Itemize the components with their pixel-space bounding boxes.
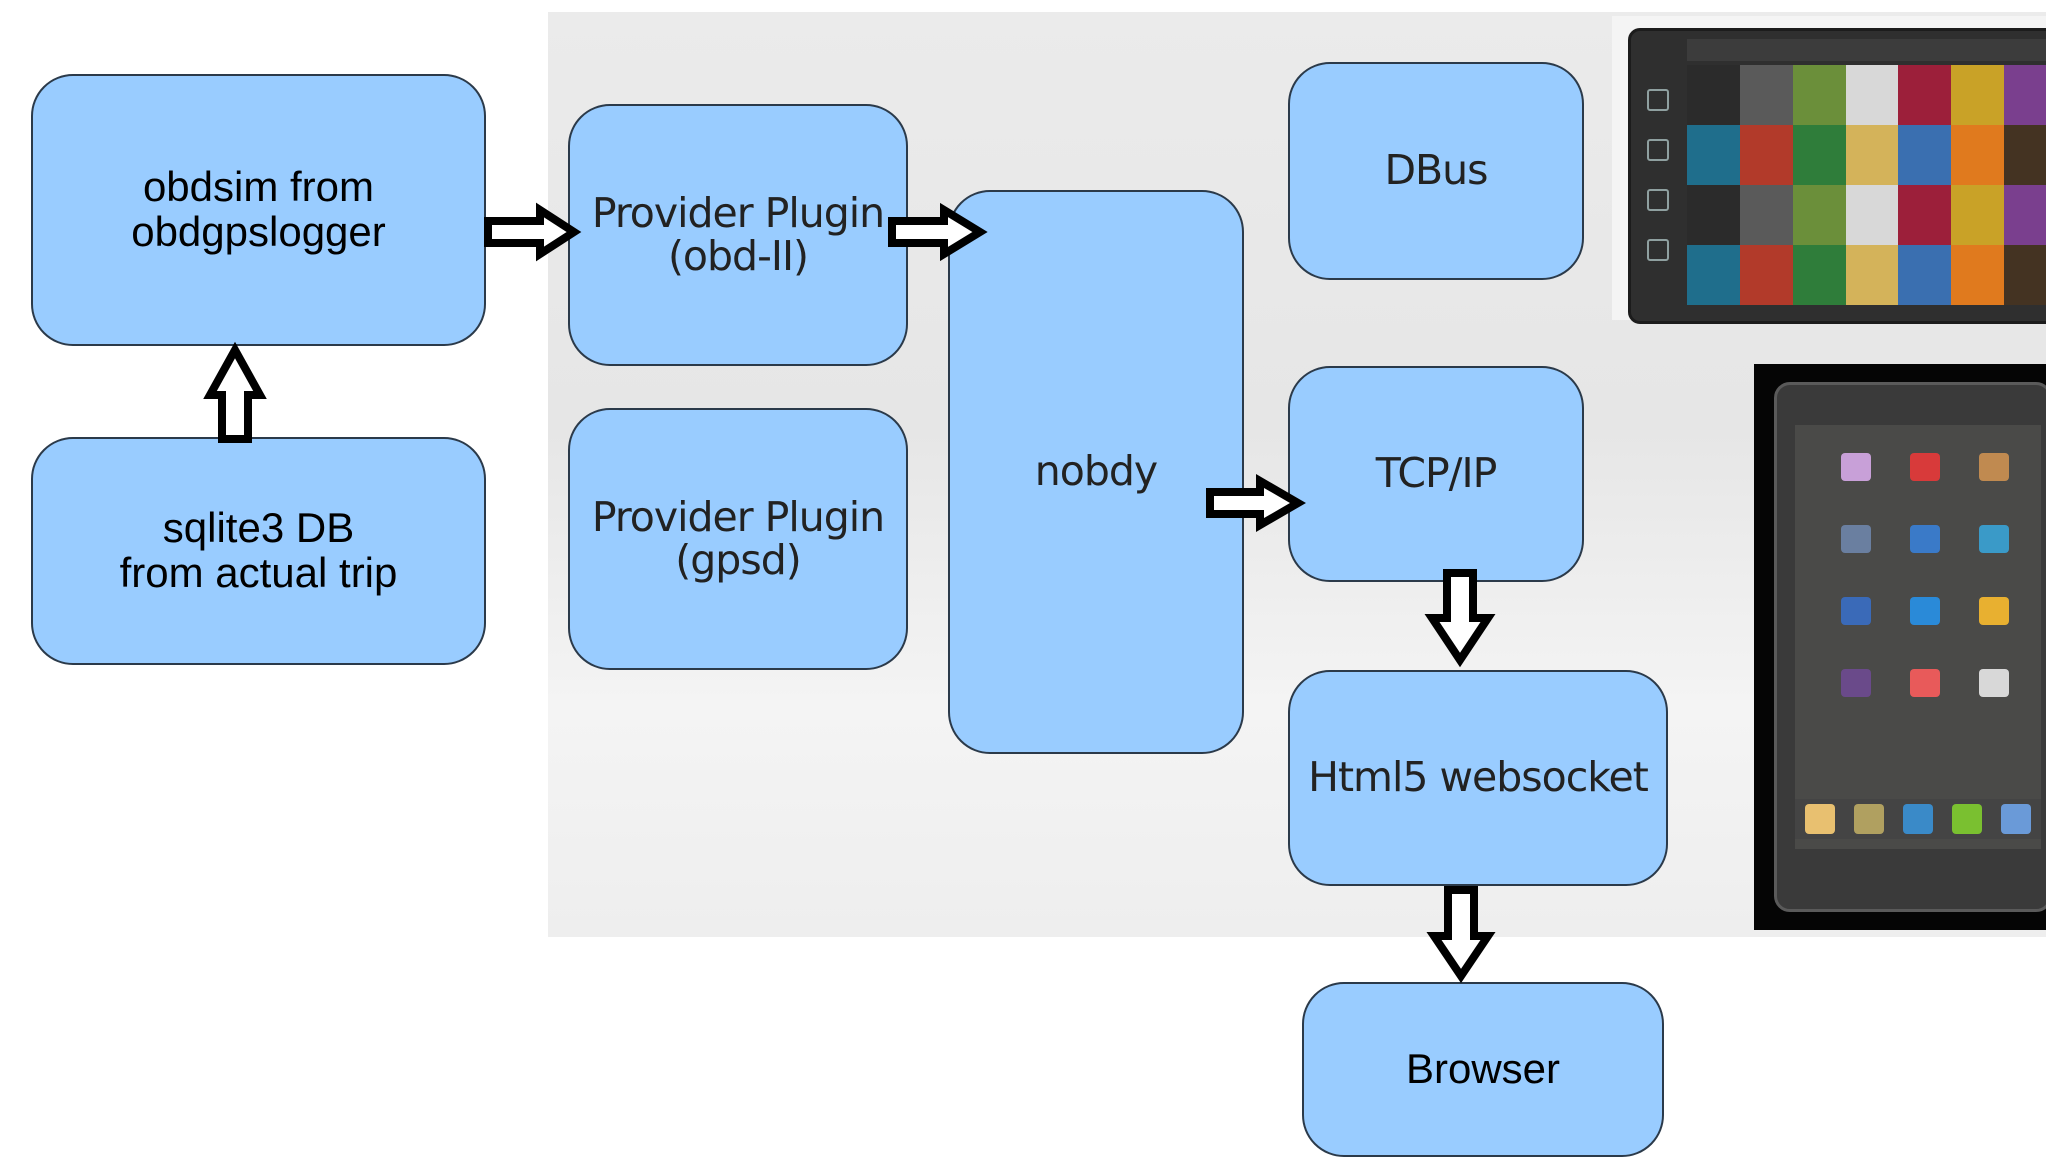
photo-thumbnail xyxy=(1845,125,1899,185)
photo-thumbnail xyxy=(1792,185,1846,245)
tablet-title-bar xyxy=(1687,39,2046,61)
dock-icon xyxy=(2001,804,2032,834)
apps-icon xyxy=(1647,139,1669,161)
app-icon xyxy=(1909,597,1940,625)
node-dbus-label: DBus xyxy=(1384,146,1488,195)
search-icon xyxy=(1647,189,1669,211)
node-nobdy: nobdy xyxy=(948,190,1244,754)
photo-thumbnail xyxy=(1792,65,1846,125)
app-icon xyxy=(1979,597,2010,625)
photo-thumbnail xyxy=(2004,125,2046,185)
phone-dock xyxy=(1795,799,2041,839)
photo-thumbnail xyxy=(1739,185,1793,245)
node-provider-gpsd: Provider Plugin (gpsd) xyxy=(568,408,908,670)
dock-icon xyxy=(1902,804,1933,834)
arrow-provider-to-nobdy xyxy=(888,202,988,262)
node-browser: Browser xyxy=(1302,982,1664,1157)
photo-thumbnail xyxy=(1845,245,1899,305)
app-grid xyxy=(1821,453,2029,697)
app-icon xyxy=(1979,453,2010,481)
photo-thumbnail xyxy=(2004,245,2046,305)
node-nobdy-label: nobdy xyxy=(1034,447,1158,496)
app-icon xyxy=(1979,669,2010,697)
photo-thumbnail xyxy=(1951,185,2005,245)
arrow-nobdy-to-tcpip xyxy=(1206,474,1306,532)
photo-thumbnail xyxy=(1951,65,2005,125)
photo-thumbnail xyxy=(1792,125,1846,185)
phone-screen xyxy=(1795,425,2041,849)
app-icon xyxy=(1840,597,1871,625)
photo-thumbnail xyxy=(1845,65,1899,125)
node-websocket: Html5 websocket xyxy=(1288,670,1668,886)
app-icon xyxy=(1840,453,1871,481)
node-sqlite: sqlite3 DB from actual trip xyxy=(31,437,486,665)
photo-thumbnail xyxy=(1739,65,1793,125)
node-sqlite-label: sqlite3 DB from actual trip xyxy=(119,504,398,596)
arrow-tcpip-to-websocket xyxy=(1424,569,1496,668)
app-icon xyxy=(1909,525,1940,553)
node-obdsim-label: obdsim from obdgpslogger xyxy=(131,163,386,255)
photo-thumbnail xyxy=(1898,125,1952,185)
phone-frame xyxy=(1774,382,2046,912)
node-dbus: DBus xyxy=(1288,62,1584,280)
node-tcpip: TCP/IP xyxy=(1288,366,1584,582)
dock-icon xyxy=(1804,804,1835,834)
app-icon xyxy=(1979,525,2010,553)
photo-thumbnail xyxy=(1951,245,2005,305)
tablet-sidebar xyxy=(1635,61,1681,311)
photo-thumbnail xyxy=(1739,245,1793,305)
photo-thumbnail xyxy=(2004,65,2046,125)
app-icon xyxy=(1909,453,1940,481)
node-tcpip-label: TCP/IP xyxy=(1375,449,1498,498)
node-provider-obd: Provider Plugin (obd-II) xyxy=(568,104,908,366)
photo-grid xyxy=(1687,65,2046,305)
photo-thumbnail xyxy=(1739,125,1793,185)
photo-thumbnail xyxy=(1898,245,1952,305)
dock-icon xyxy=(1853,804,1884,834)
photo-thumbnail xyxy=(1845,185,1899,245)
arrow-obdsim-to-provider xyxy=(484,202,582,262)
app-icon xyxy=(1840,525,1871,553)
arrow-websocket-to-browser xyxy=(1426,886,1496,984)
app-icon xyxy=(1840,669,1871,697)
tablet-frame xyxy=(1628,28,2046,324)
photo-thumbnail xyxy=(1687,125,1740,185)
photo-thumbnail xyxy=(1687,245,1740,305)
node-browser-label: Browser xyxy=(1405,1045,1561,1093)
photo-thumbnail xyxy=(1951,125,2005,185)
app-icon xyxy=(1909,669,1940,697)
close-icon xyxy=(1647,239,1669,261)
photo-thumbnail xyxy=(2004,185,2046,245)
node-websocket-label: Html5 websocket xyxy=(1308,753,1649,802)
photo-thumbnail xyxy=(1792,245,1846,305)
tablet-screenshot xyxy=(1612,16,2046,324)
node-provider-gpsd-label: Provider Plugin (gpsd) xyxy=(591,492,885,584)
node-obdsim: obdsim from obdgpslogger xyxy=(31,74,486,346)
dock-icon xyxy=(1952,804,1983,834)
node-provider-obd-label: Provider Plugin (obd-II) xyxy=(591,188,885,280)
photo-thumbnail xyxy=(1898,65,1952,125)
photo-thumbnail xyxy=(1687,185,1740,245)
photo-thumbnail xyxy=(1898,185,1952,245)
home-icon xyxy=(1647,89,1669,111)
arrow-sqlite-to-obdsim xyxy=(203,341,267,443)
photo-thumbnail xyxy=(1687,65,1740,125)
